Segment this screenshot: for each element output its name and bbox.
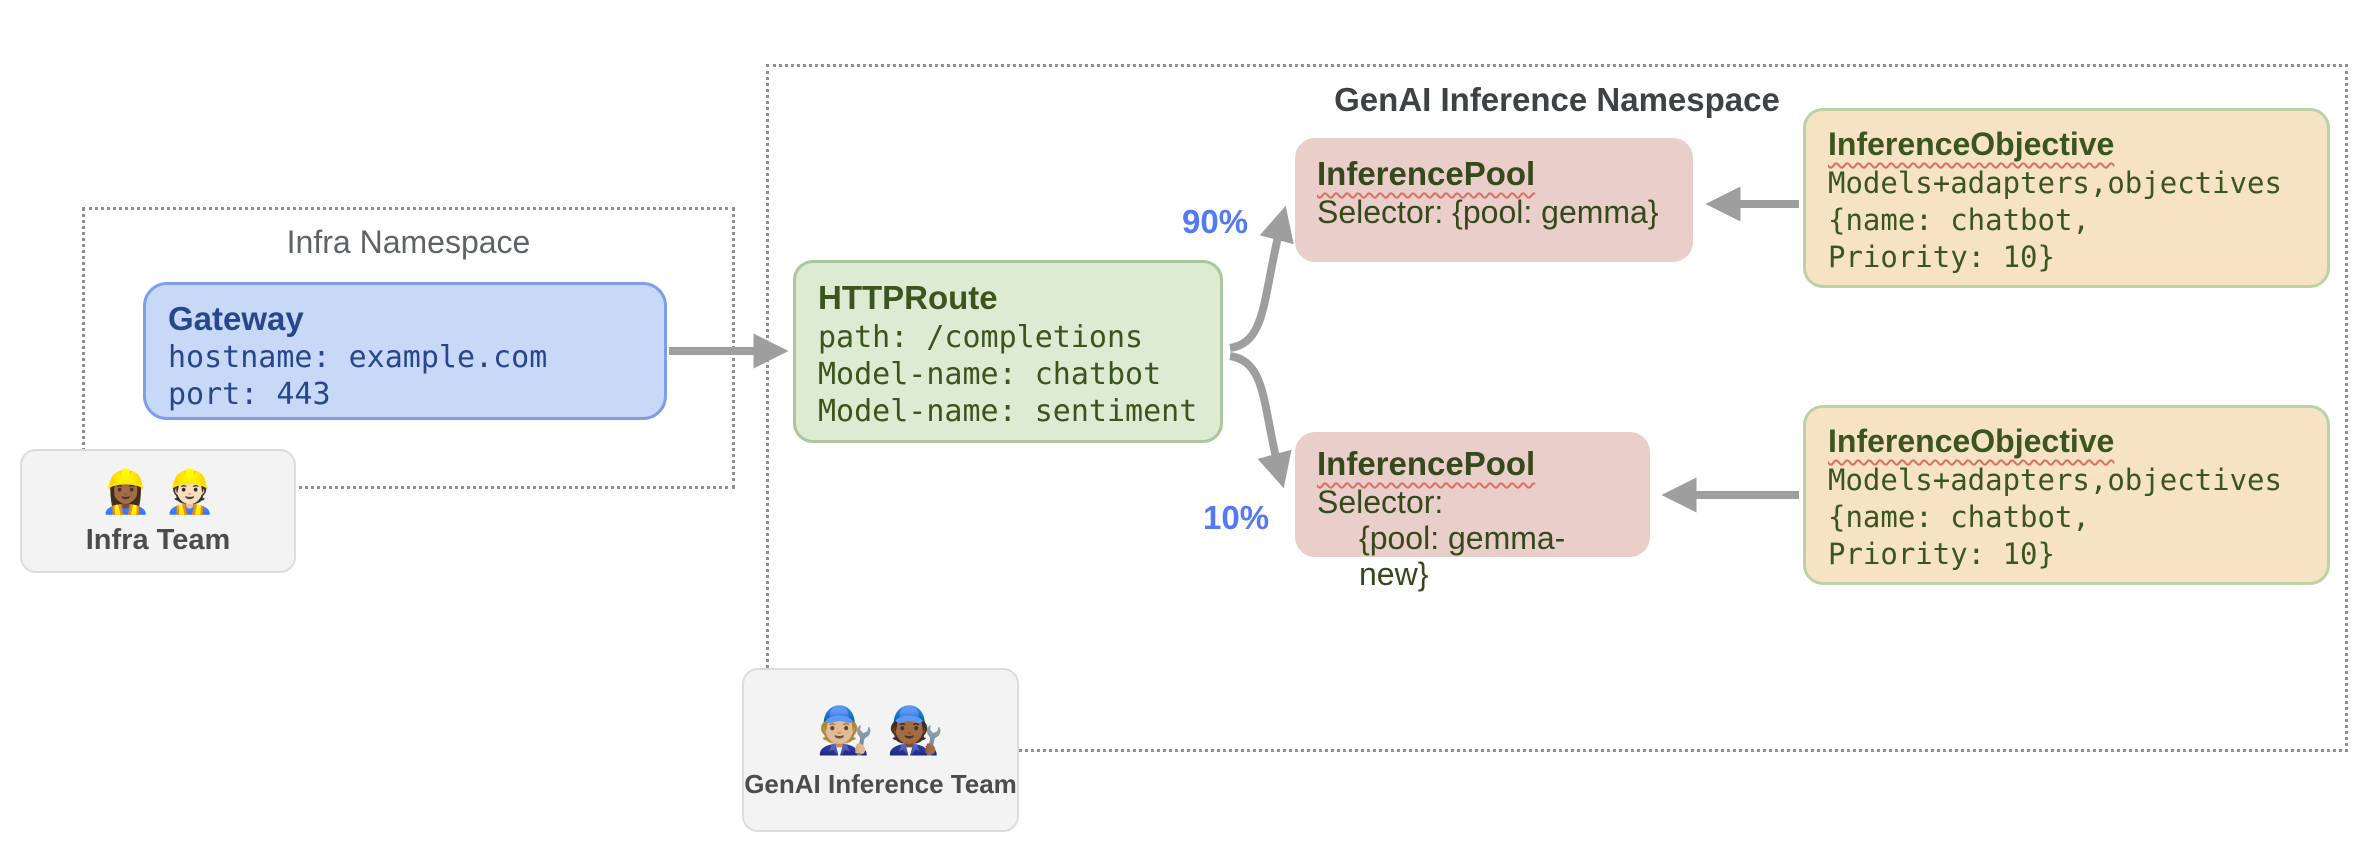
inference-objective-top-title-text: InferenceObjective <box>1828 126 2115 162</box>
inference-pool-gemma-selector-line: Selector: {pool: gemma} <box>1317 194 1659 230</box>
inference-pool-gemma-new-selector-line: Selector: <box>1317 484 1444 520</box>
gateway-hostname-line: hostname: example.com <box>168 340 548 375</box>
mechanic-emojis: 🧑🏼‍🔧 🧑🏾‍🔧 <box>816 703 945 756</box>
httproute-node: HTTPRoute path: /completions Model-name:… <box>793 260 1223 443</box>
inference-objective-top-name-line: {name: chatbot, <box>1828 203 2090 237</box>
inference-pool-gemma-new-title: InferencePool <box>1317 444 1628 484</box>
httproute-model-sentiment-line: Model-name: sentiment <box>818 394 1198 429</box>
inference-pool-gemma-title: InferencePool <box>1317 154 1671 194</box>
inference-objective-bottom-priority-line: Priority: 10} <box>1828 537 2055 571</box>
genai-namespace-title: GenAI Inference Namespace <box>1334 81 1780 118</box>
inference-objective-top-models-line: Models+adapters,objectives <box>1828 166 2282 200</box>
inference-objective-bottom-title: InferenceObjective <box>1828 420 2305 462</box>
inference-objective-bottom-models-line: Models+adapters,objectives <box>1828 463 2282 497</box>
inference-objective-top-title: InferenceObjective <box>1828 123 2305 165</box>
httproute-title: HTTPRoute <box>818 279 998 316</box>
infra-team-card: 👷🏾‍♀️ 👷🏻 Infra Team <box>20 449 296 573</box>
traffic-split-90-label: 90% <box>1182 203 1249 240</box>
inference-objective-top-priority-line: Priority: 10} <box>1828 240 2055 274</box>
inference-objective-bottom-title-text: InferenceObjective <box>1828 423 2115 459</box>
gateway-port-line: port: 443 <box>168 377 331 412</box>
inference-objective-bottom-node: InferenceObjective Models+adapters,objec… <box>1803 405 2330 585</box>
traffic-split-10-label: 10% <box>1203 499 1270 536</box>
infra-namespace-title: Infra Namespace <box>286 224 531 260</box>
gateway-node: Gateway hostname: example.com port: 443 <box>143 282 667 420</box>
genai-namespace-box: GenAI Inference Namespace <box>766 64 2348 752</box>
construction-worker-emojis: 👷🏾‍♀️ 👷🏻 <box>99 467 217 515</box>
inference-pool-gemma-title-text: InferencePool <box>1317 155 1536 192</box>
inference-pool-gemma-node: InferencePool Selector: {pool: gemma} <box>1295 138 1693 262</box>
inference-pool-gemma-new-selector-value-line: {pool: gemma-new} <box>1359 520 1566 592</box>
gateway-title: Gateway <box>168 300 304 337</box>
inference-objective-top-node: InferenceObjective Models+adapters,objec… <box>1803 108 2330 288</box>
genai-team-label: GenAI Inference Team <box>744 768 1017 799</box>
httproute-model-chatbot-line: Model-name: chatbot <box>818 357 1162 392</box>
inference-pool-gemma-new-node: InferencePool Selector: {pool: gemma-new… <box>1295 432 1650 592</box>
inference-objective-bottom-name-line: {name: chatbot, <box>1828 500 2090 534</box>
inference-pool-gemma-new-title-text: InferencePool <box>1317 445 1536 482</box>
httproute-path-line: path: /completions <box>818 320 1144 355</box>
infra-team-label: Infra Team <box>85 523 231 556</box>
genai-team-card: 🧑🏼‍🔧 🧑🏾‍🔧 GenAI Inference Team <box>742 668 1019 832</box>
infra-namespace-box: Infra Namespace <box>82 207 735 489</box>
